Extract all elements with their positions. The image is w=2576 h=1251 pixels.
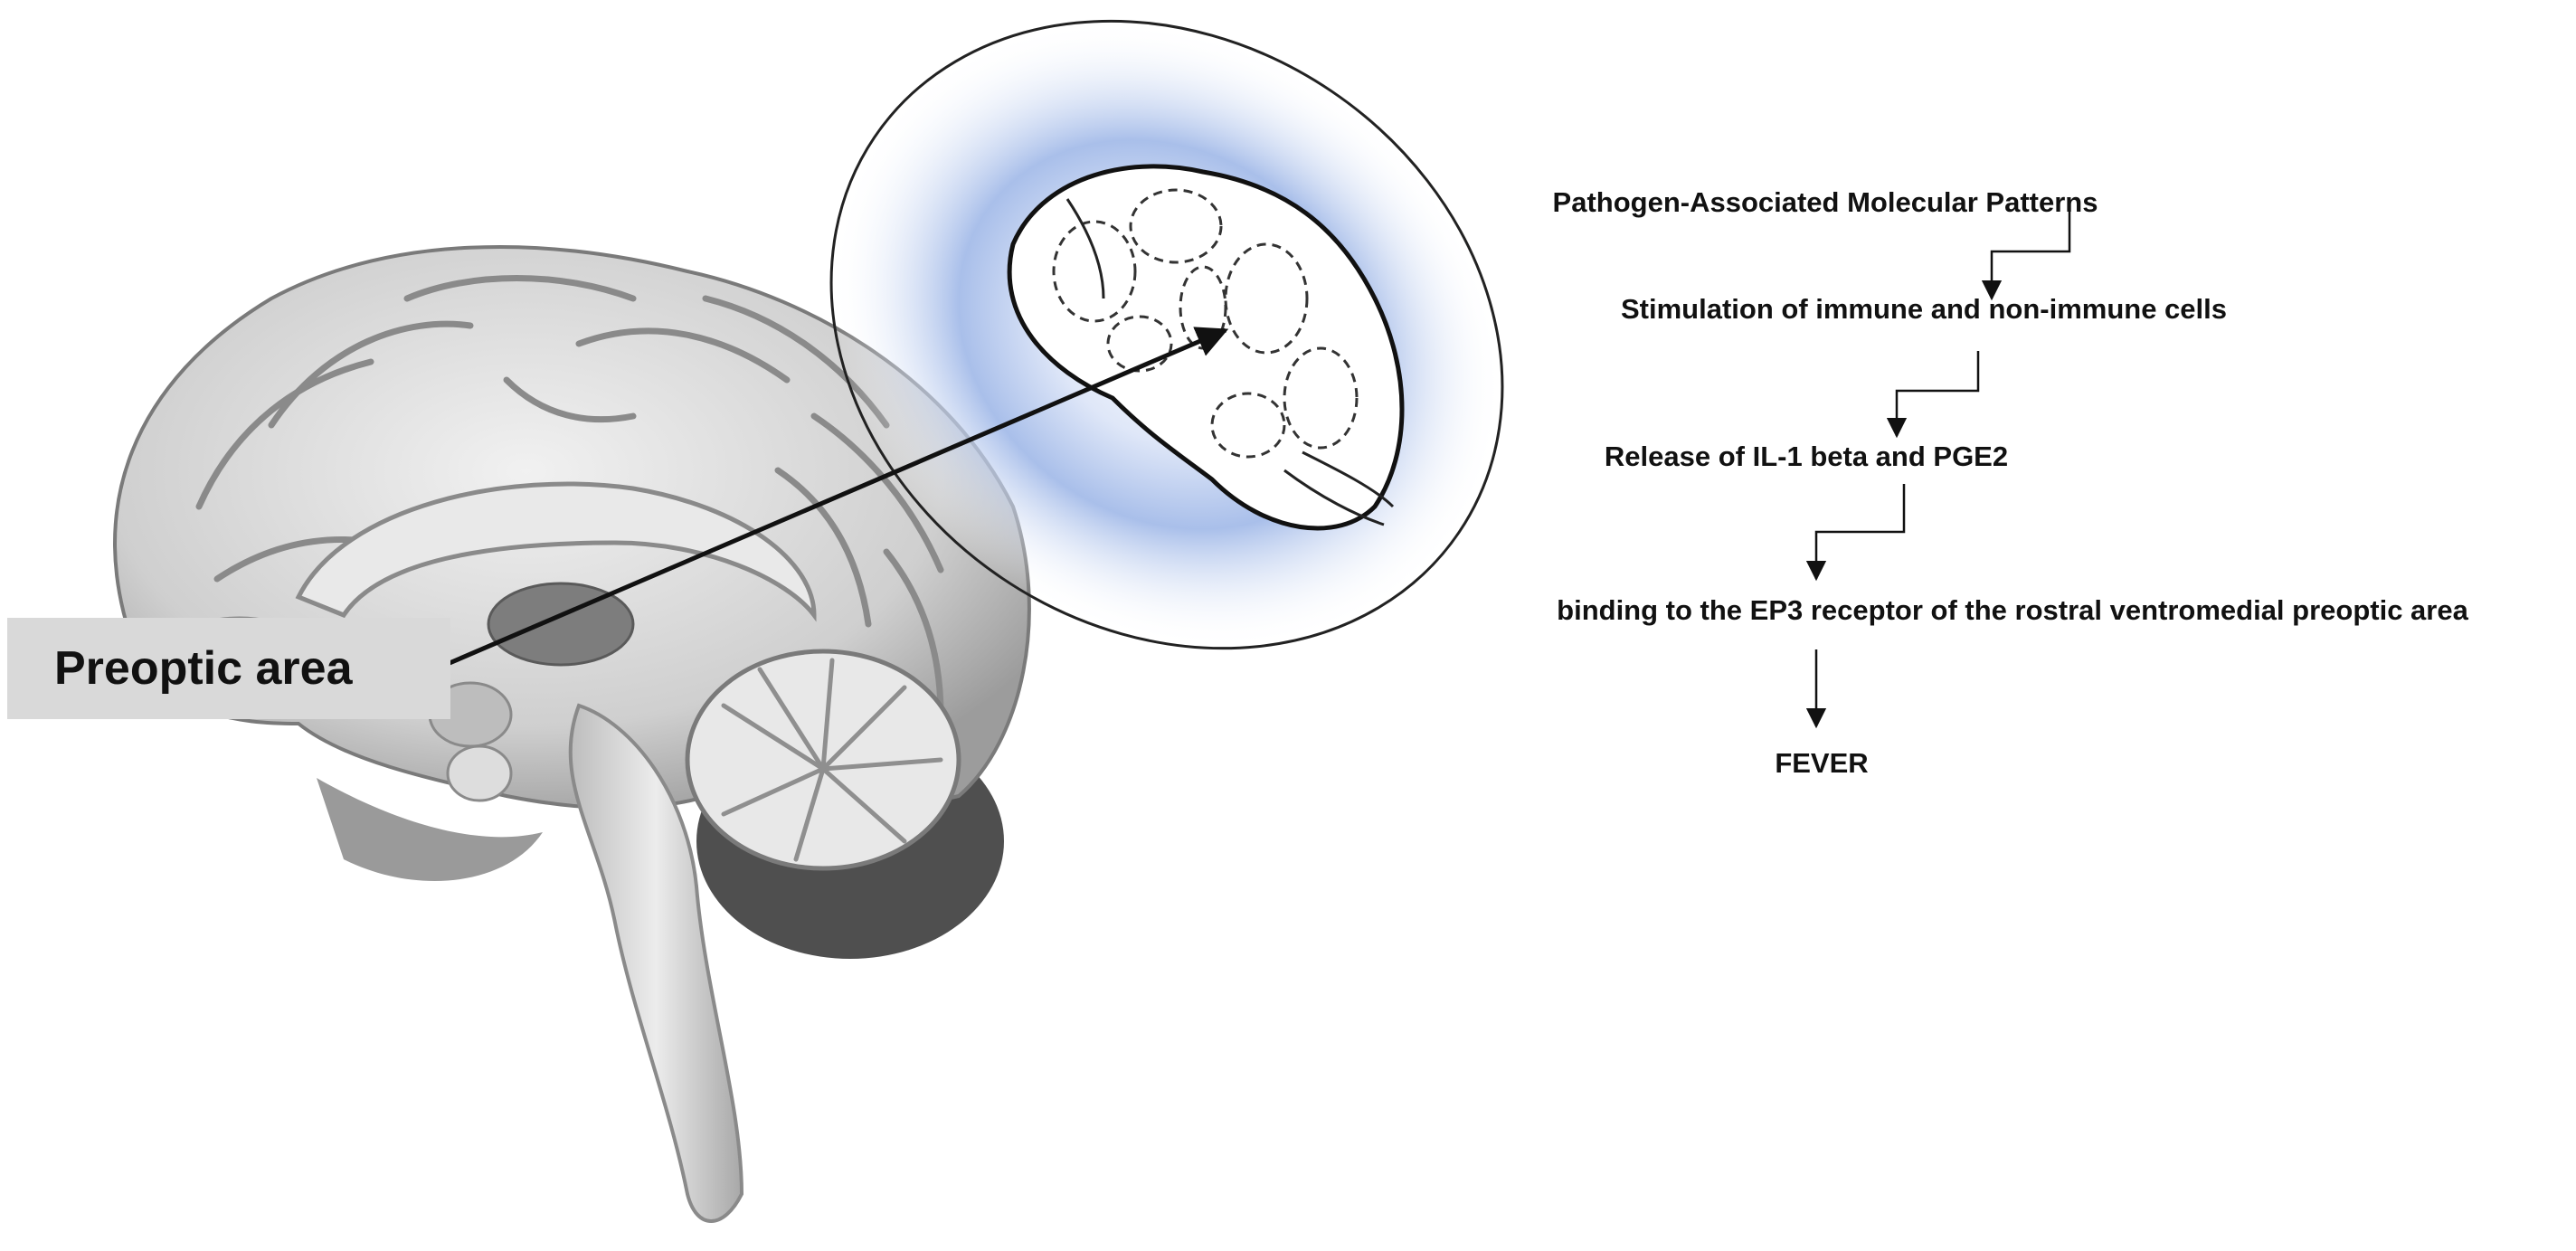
preoptic-area-label-box: Preoptic area xyxy=(7,618,450,719)
step-binding: binding to the EP3 receptor of the rostr… xyxy=(1557,594,2468,626)
step-stimulation: Stimulation of immune and non-immune cel… xyxy=(1621,293,2227,325)
preoptic-area-label: Preoptic area xyxy=(54,642,353,695)
flow-connectors xyxy=(1805,204,2071,729)
step-release: Release of IL-1 beta and PGE2 xyxy=(1604,441,2009,472)
step-pamps: Pathogen-Associated Molecular Patterns xyxy=(1552,186,2098,218)
step-fever: FEVER xyxy=(1775,747,1869,779)
pointer-arrow xyxy=(449,327,1229,666)
brain-sagittal-illustration xyxy=(113,245,1031,1223)
